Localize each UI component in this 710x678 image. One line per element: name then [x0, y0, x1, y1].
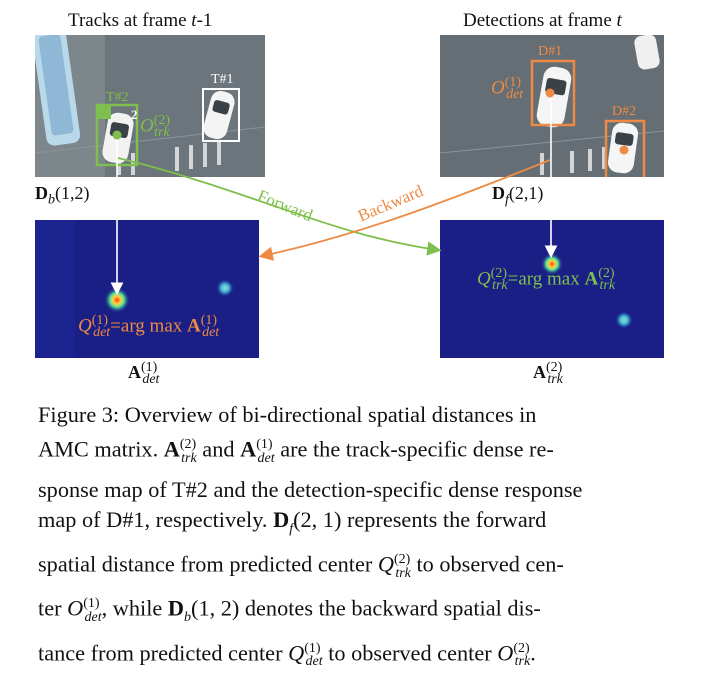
- right-panel-title: Detections at frame t: [463, 10, 622, 31]
- caption-line-7: tance from predicted center Q(1)det to o…: [38, 639, 536, 670]
- det2-box: [604, 119, 646, 177]
- figure-caption: Figure 3: Overview of bi-directional spa…: [38, 400, 670, 678]
- q-det-formula: Q(1)det=arg max A(1)det: [78, 313, 220, 341]
- arrows-overlay: [110, 157, 558, 296]
- track1-label: T#1: [211, 72, 234, 87]
- track1-car: [203, 90, 235, 140]
- backward-arrow: [258, 159, 551, 261]
- track2-center-dot: [112, 130, 122, 140]
- bus-shape: [35, 35, 81, 146]
- caption-line-6: ter O(1)det, while Db(1, 2) denotes the …: [38, 595, 541, 626]
- track2-label: T#2: [106, 90, 129, 105]
- o-trk-symbol: O(2)trk: [140, 113, 171, 141]
- o-det-symbol: O(1)det: [491, 75, 524, 103]
- caption-line-5: spatial distance from predicted center Q…: [38, 551, 564, 581]
- tracks-frame-image: [35, 35, 265, 177]
- track2-id-badge: 2: [131, 107, 138, 122]
- df-label: Df(2,1): [492, 183, 544, 208]
- det2-center-dot: [619, 145, 629, 155]
- det-response-map: [35, 220, 259, 358]
- caption-line-2: AMC matrix. A(2)trk and A(1)det are the …: [38, 436, 554, 467]
- caption-line-3: sponse map of T#2 and the detection-spec…: [38, 476, 583, 502]
- forward-arrow: [117, 157, 442, 256]
- tracks-aerial-scene: [35, 35, 265, 177]
- det1-box: [530, 59, 576, 127]
- track1-box: [202, 88, 240, 142]
- trk-heatmap: [440, 220, 664, 358]
- det1-label: D#1: [538, 44, 563, 59]
- caption-line-4: map of D#1, respectively. Df(2, 1) repre…: [38, 507, 547, 537]
- db-label: Db(1,2): [35, 183, 90, 208]
- q-trk-formula: Q(2)trk=arg max A(2)trk: [477, 266, 616, 294]
- caption-line-1: Figure 3: Overview of bi-directional spa…: [38, 402, 537, 427]
- trk-response-map: [440, 220, 664, 358]
- a-trk-label: A(2)trk: [533, 360, 563, 387]
- detections-frame-image: [440, 35, 664, 177]
- left-panel-title: Tracks at frame t-1: [68, 10, 213, 31]
- det2-label: D#2: [612, 104, 637, 119]
- detections-aerial-scene: [440, 35, 664, 177]
- track2-badge-bg: [97, 105, 111, 119]
- det-heatmap: [35, 220, 259, 358]
- det1-center-dot: [545, 88, 555, 98]
- a-det-label: A(1)det: [128, 360, 160, 387]
